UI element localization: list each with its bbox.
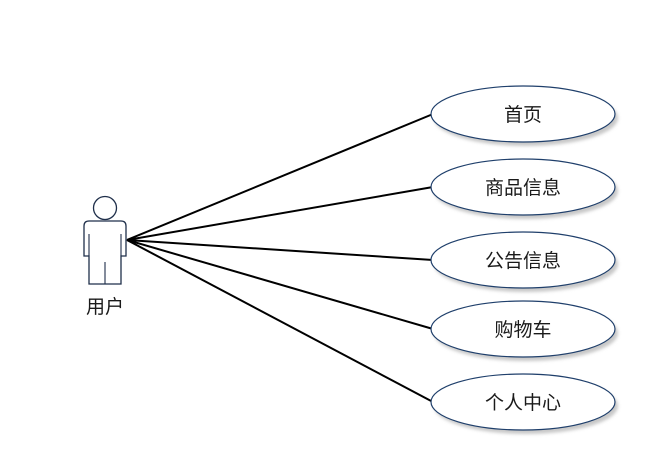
association-line-cart — [126, 239, 434, 330]
use-case-home-label: 首页 — [504, 104, 542, 126]
association-line-home — [126, 113, 434, 241]
use-case-announcement-label: 公告信息 — [485, 250, 561, 272]
use-case-announcement: 公告信息 — [430, 231, 618, 292]
use-case-product-info: 商品信息 — [430, 158, 618, 219]
association-line-announcement — [126, 239, 434, 261]
actor-body-icon — [83, 220, 127, 285]
actor-user: 用户 — [83, 195, 127, 318]
use-case-product-info-ellipse — [430, 158, 616, 216]
use-case-personal-center: 个人中心 — [430, 373, 618, 434]
association-line-product-info — [126, 186, 434, 241]
use-case-cart-ellipse — [430, 300, 616, 358]
actor-head — [92, 195, 118, 221]
use-case-product-info-label: 商品信息 — [485, 177, 561, 199]
use-case-cart-label: 购物车 — [494, 319, 551, 341]
use-case-home-ellipse — [430, 85, 616, 143]
use-case-personal-center-ellipse — [430, 373, 616, 431]
use-case-announcement-ellipse — [430, 231, 616, 289]
association-line-personal-center — [126, 239, 434, 403]
actor-name: 用户 — [86, 296, 124, 318]
use-case-home: 首页 — [430, 85, 618, 146]
use-case-cart: 购物车 — [430, 300, 618, 361]
association-lines — [126, 113, 434, 403]
use-case-personal-center-label: 个人中心 — [485, 392, 561, 414]
